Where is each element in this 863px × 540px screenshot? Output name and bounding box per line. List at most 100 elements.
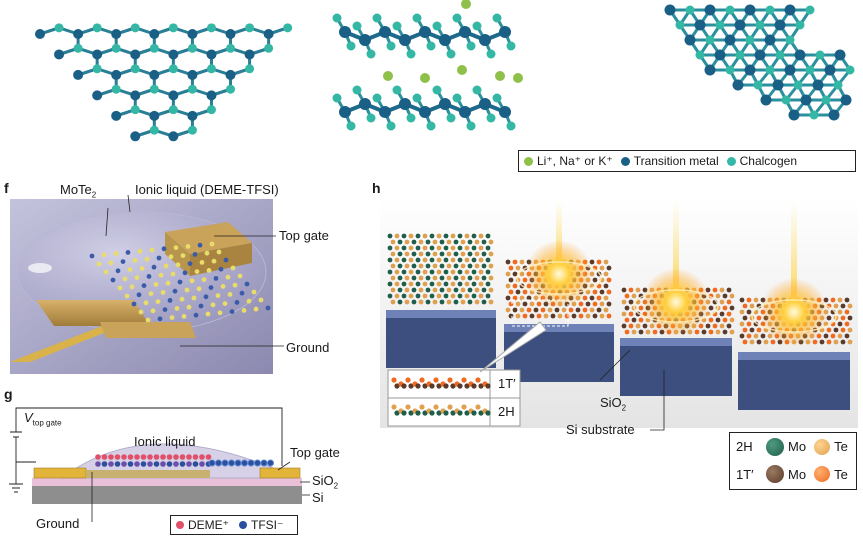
- panel-h-legend: 2H Mo Te 1T′ Mo Te: [729, 432, 857, 490]
- mote2-atom: [187, 261, 193, 266]
- chalcogen-atom: [352, 21, 362, 31]
- ground-label-f: Ground: [286, 340, 330, 355]
- crystal-atom: [638, 317, 644, 323]
- metal-atom: [359, 98, 371, 110]
- crystal-atom: [408, 245, 414, 251]
- crystal-atom: [592, 289, 598, 295]
- crystal-atom: [467, 239, 473, 245]
- crystal-atom: [729, 329, 735, 335]
- crystal-atom: [833, 339, 839, 345]
- crystal-atom: [624, 317, 630, 323]
- crystal-atom: [708, 305, 714, 311]
- mote2-atom: [244, 281, 250, 287]
- crystal-atom: [536, 313, 542, 319]
- crystal-atom: [515, 313, 521, 319]
- mote2-atom: [211, 258, 217, 264]
- crystal-atom: [599, 301, 605, 307]
- crystal-atom: [478, 269, 484, 275]
- crystal-atom: [415, 233, 421, 239]
- crystal-atom: [453, 299, 459, 305]
- crystal-atom: [635, 287, 641, 293]
- si-substrate-block: [386, 310, 496, 368]
- mo-2h-label: Mo: [788, 439, 807, 454]
- crystal-atom: [844, 333, 850, 339]
- crystal-atom: [387, 257, 393, 263]
- deme-ion: [134, 454, 140, 460]
- tfsi-ion: [267, 459, 274, 467]
- metal-atom: [187, 110, 198, 121]
- chalcogen-atom: [725, 5, 735, 15]
- mote2-atom: [175, 262, 181, 268]
- crystal-atom: [436, 233, 442, 239]
- mote2-atom: [138, 309, 144, 315]
- metal-atom: [130, 131, 141, 142]
- mo-atom-2h: [485, 410, 491, 416]
- crystal-atom: [760, 333, 766, 339]
- mote2-atom: [155, 299, 161, 304]
- crystal-atom: [621, 323, 627, 329]
- metal-atom: [439, 34, 451, 46]
- ionic-liquid-label-g: Ionic liquid: [134, 434, 196, 449]
- crystal-atom: [485, 257, 491, 263]
- mote2-atom: [156, 255, 162, 261]
- crystal-atom: [715, 317, 721, 323]
- sio2-subscript-h: 2: [621, 403, 627, 413]
- crystal-atom: [603, 259, 609, 265]
- tfsi-ion: [192, 461, 199, 467]
- mote2-atom: [206, 268, 212, 273]
- crystal-atom: [840, 303, 846, 309]
- tfsi-ion: [101, 461, 108, 467]
- mote2-atom: [218, 266, 224, 272]
- crystal-atom: [599, 313, 605, 319]
- sio2-label-h: SiO2: [600, 395, 626, 413]
- crystal-atom: [715, 329, 721, 335]
- crystal-atom: [422, 245, 428, 251]
- mote2-atom: [229, 309, 235, 314]
- mote2-atom: [160, 290, 166, 295]
- mote2-atom: [253, 306, 259, 312]
- mo-atom-2h: [450, 410, 456, 416]
- crystal-atom: [415, 281, 421, 287]
- metal-atom: [149, 29, 160, 39]
- metal-atom: [664, 4, 676, 16]
- crystal-atom: [575, 307, 581, 313]
- mote2-atom: [203, 294, 209, 300]
- crystal-atom: [833, 303, 839, 309]
- deme-ion: [186, 454, 192, 460]
- chalcogen-atom: [725, 65, 735, 75]
- crystal-atom: [726, 299, 732, 305]
- crystal-atom: [478, 281, 484, 287]
- crystal-atom: [756, 339, 762, 345]
- crystal-atom: [844, 321, 850, 327]
- ground-label-g: Ground: [36, 516, 80, 531]
- chalcogen-atom: [366, 49, 376, 59]
- mote2-atom: [96, 261, 102, 267]
- crystal-atom: [446, 287, 452, 293]
- crystal-atom: [722, 317, 728, 323]
- crystal-atom: [457, 257, 463, 263]
- crystal-atom: [638, 305, 644, 311]
- crystal-atom: [719, 299, 725, 305]
- mote2-atom: [258, 297, 264, 303]
- crystal-atom: [425, 299, 431, 305]
- deme-ion: [166, 454, 173, 460]
- mote2-atom: [122, 276, 128, 282]
- crystal-atom: [847, 327, 853, 333]
- crystal-atom: [394, 269, 400, 275]
- crystal-atom: [508, 301, 514, 307]
- crystal-atom: [443, 245, 449, 251]
- crystal-atom: [429, 269, 435, 275]
- lattice-intercalated-diagram: [332, 0, 523, 131]
- crystal-atom: [450, 293, 456, 299]
- crystal-atom: [436, 257, 442, 263]
- crystal-atom: [742, 315, 748, 321]
- mote2-atom: [148, 291, 154, 296]
- chalcogen-atom: [149, 84, 159, 94]
- mo-atom-2h: [422, 410, 428, 416]
- te-atom-2h: [419, 404, 425, 410]
- crystal-atom: [599, 265, 605, 271]
- chalcogen-atom: [675, 20, 685, 30]
- panel-g-letter: g: [4, 386, 13, 402]
- chalcogen-atom: [775, 50, 785, 60]
- crystal-atom: [522, 313, 528, 319]
